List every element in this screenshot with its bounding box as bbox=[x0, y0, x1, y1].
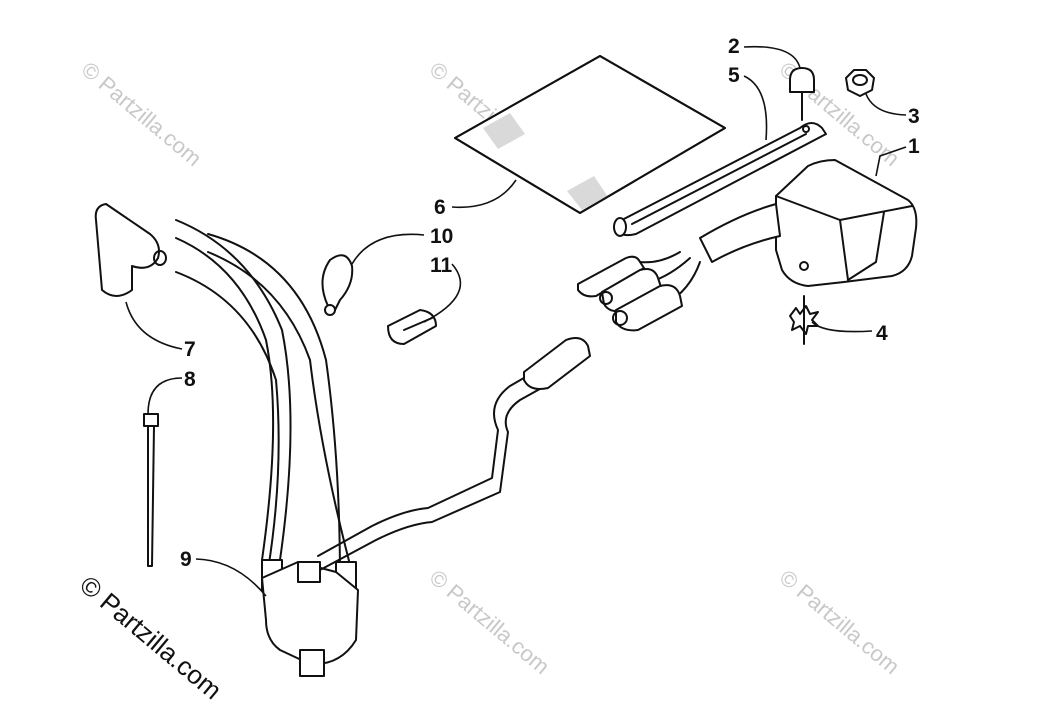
callout-7: 7 bbox=[184, 338, 196, 361]
part-11-clip bbox=[387, 309, 437, 345]
leader-7 bbox=[125, 301, 183, 350]
part-10-clamp bbox=[321, 254, 354, 316]
callout-labels: 1 2 3 4 5 6 7 8 9 10 11 bbox=[180, 35, 920, 571]
callout-4: 4 bbox=[876, 322, 888, 345]
callout-10: 10 bbox=[430, 225, 453, 248]
part-2-cap-nut bbox=[789, 67, 815, 121]
callout-8: 8 bbox=[184, 368, 196, 391]
part-9-ignition-coil bbox=[175, 219, 591, 677]
watermark-5: © Partzilla.com bbox=[775, 565, 905, 679]
leader-1 bbox=[875, 146, 907, 177]
callout-1: 1 bbox=[908, 135, 920, 158]
main-watermark: © Partzilla.com bbox=[74, 570, 227, 706]
leader-10 bbox=[351, 233, 425, 265]
leader-11 bbox=[423, 263, 462, 323]
watermark-4: © Partzilla.com bbox=[425, 565, 555, 679]
part-6-decal-sheet bbox=[454, 55, 726, 214]
callout-6: 6 bbox=[434, 196, 446, 219]
callout-11: 11 bbox=[430, 254, 453, 277]
leader-8 bbox=[147, 377, 183, 415]
part-8-cable-tie bbox=[143, 413, 159, 567]
watermark-1: © Partzilla.com bbox=[77, 57, 207, 171]
callout-2: 2 bbox=[728, 35, 740, 58]
part-5-strap bbox=[613, 122, 827, 237]
part-3-lock-nut bbox=[845, 69, 875, 97]
leader-5 bbox=[743, 75, 768, 141]
leader-2 bbox=[743, 45, 801, 69]
leader-9 bbox=[195, 558, 267, 597]
callout-9: 9 bbox=[180, 548, 192, 571]
leader-4 bbox=[811, 321, 873, 333]
leader-6 bbox=[451, 179, 517, 209]
leader-lines bbox=[125, 45, 907, 597]
callout-5: 5 bbox=[728, 64, 740, 87]
callout-3: 3 bbox=[908, 105, 920, 128]
leader-3 bbox=[865, 93, 907, 116]
part-4-star-washer bbox=[789, 295, 819, 345]
part-7-plug-cap bbox=[94, 203, 167, 297]
part-1-cdi-box bbox=[577, 159, 918, 332]
